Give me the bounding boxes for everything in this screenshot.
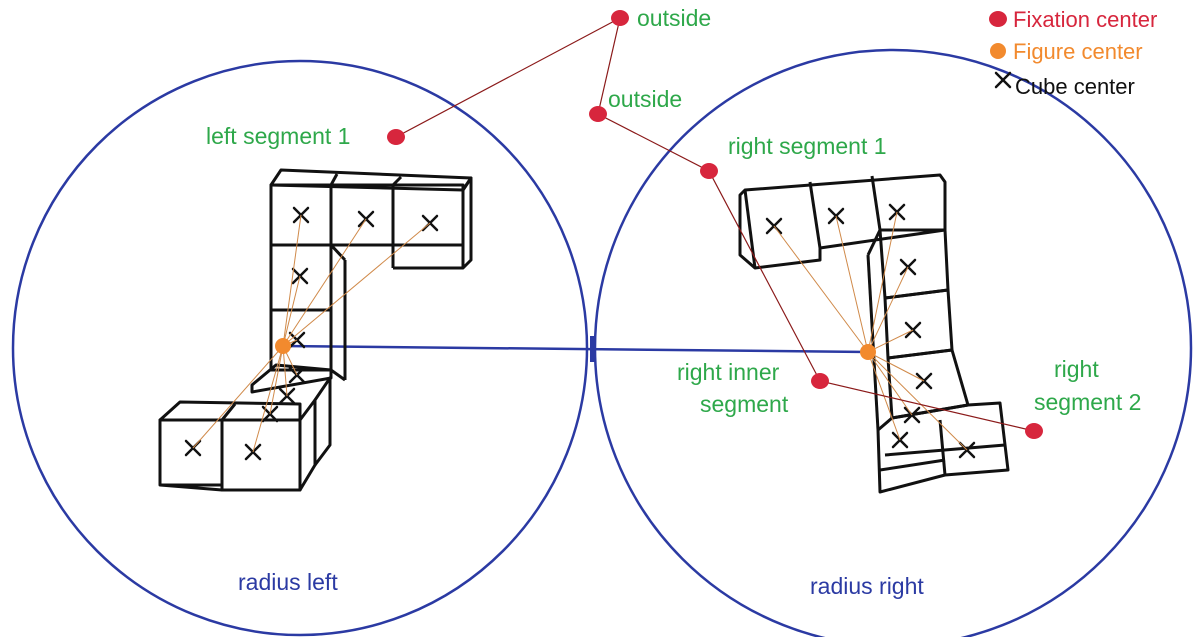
label-right-inner-line2: segment bbox=[700, 391, 789, 417]
label-right-segment-2-line1: right bbox=[1054, 356, 1099, 382]
right-circle bbox=[593, 48, 1193, 637]
legend-cube-marker bbox=[994, 71, 1012, 89]
fixation-center bbox=[700, 163, 718, 179]
circle-junction bbox=[590, 336, 595, 362]
fixation-center bbox=[589, 106, 607, 122]
label-right-segment-2-line2: segment 2 bbox=[1034, 389, 1141, 415]
fixation-center bbox=[1025, 423, 1043, 439]
fixation-center bbox=[811, 373, 829, 389]
left-rays bbox=[192, 214, 431, 453]
label-outside-top: outside bbox=[637, 5, 711, 31]
label-right-segment-1: right segment 1 bbox=[728, 133, 887, 159]
legend-figure-label: Figure center bbox=[1013, 39, 1143, 64]
right-figure bbox=[738, 173, 1010, 494]
label-left-segment-1: left segment 1 bbox=[206, 123, 350, 149]
figure-center-left bbox=[275, 338, 291, 354]
label-outside-mid: outside bbox=[608, 86, 682, 112]
label-right-inner-line1: right inner bbox=[677, 359, 780, 385]
legend-figure-marker bbox=[990, 43, 1006, 59]
figure-center-right bbox=[860, 344, 876, 360]
label-radius-left: radius left bbox=[238, 569, 338, 595]
legend-fixation-label: Fixation center bbox=[1013, 7, 1157, 32]
fixation-center bbox=[611, 10, 629, 26]
legend: Fixation center Figure center Cube cente… bbox=[989, 7, 1157, 99]
fixation-centers bbox=[387, 10, 1043, 439]
legend-cube-label: Cube center bbox=[1015, 74, 1135, 99]
radius-line bbox=[282, 344, 869, 354]
legend-fixation-marker bbox=[989, 11, 1007, 27]
fixation-center bbox=[387, 129, 405, 145]
scanpath bbox=[395, 16, 1035, 432]
label-radius-right: radius right bbox=[810, 573, 924, 599]
